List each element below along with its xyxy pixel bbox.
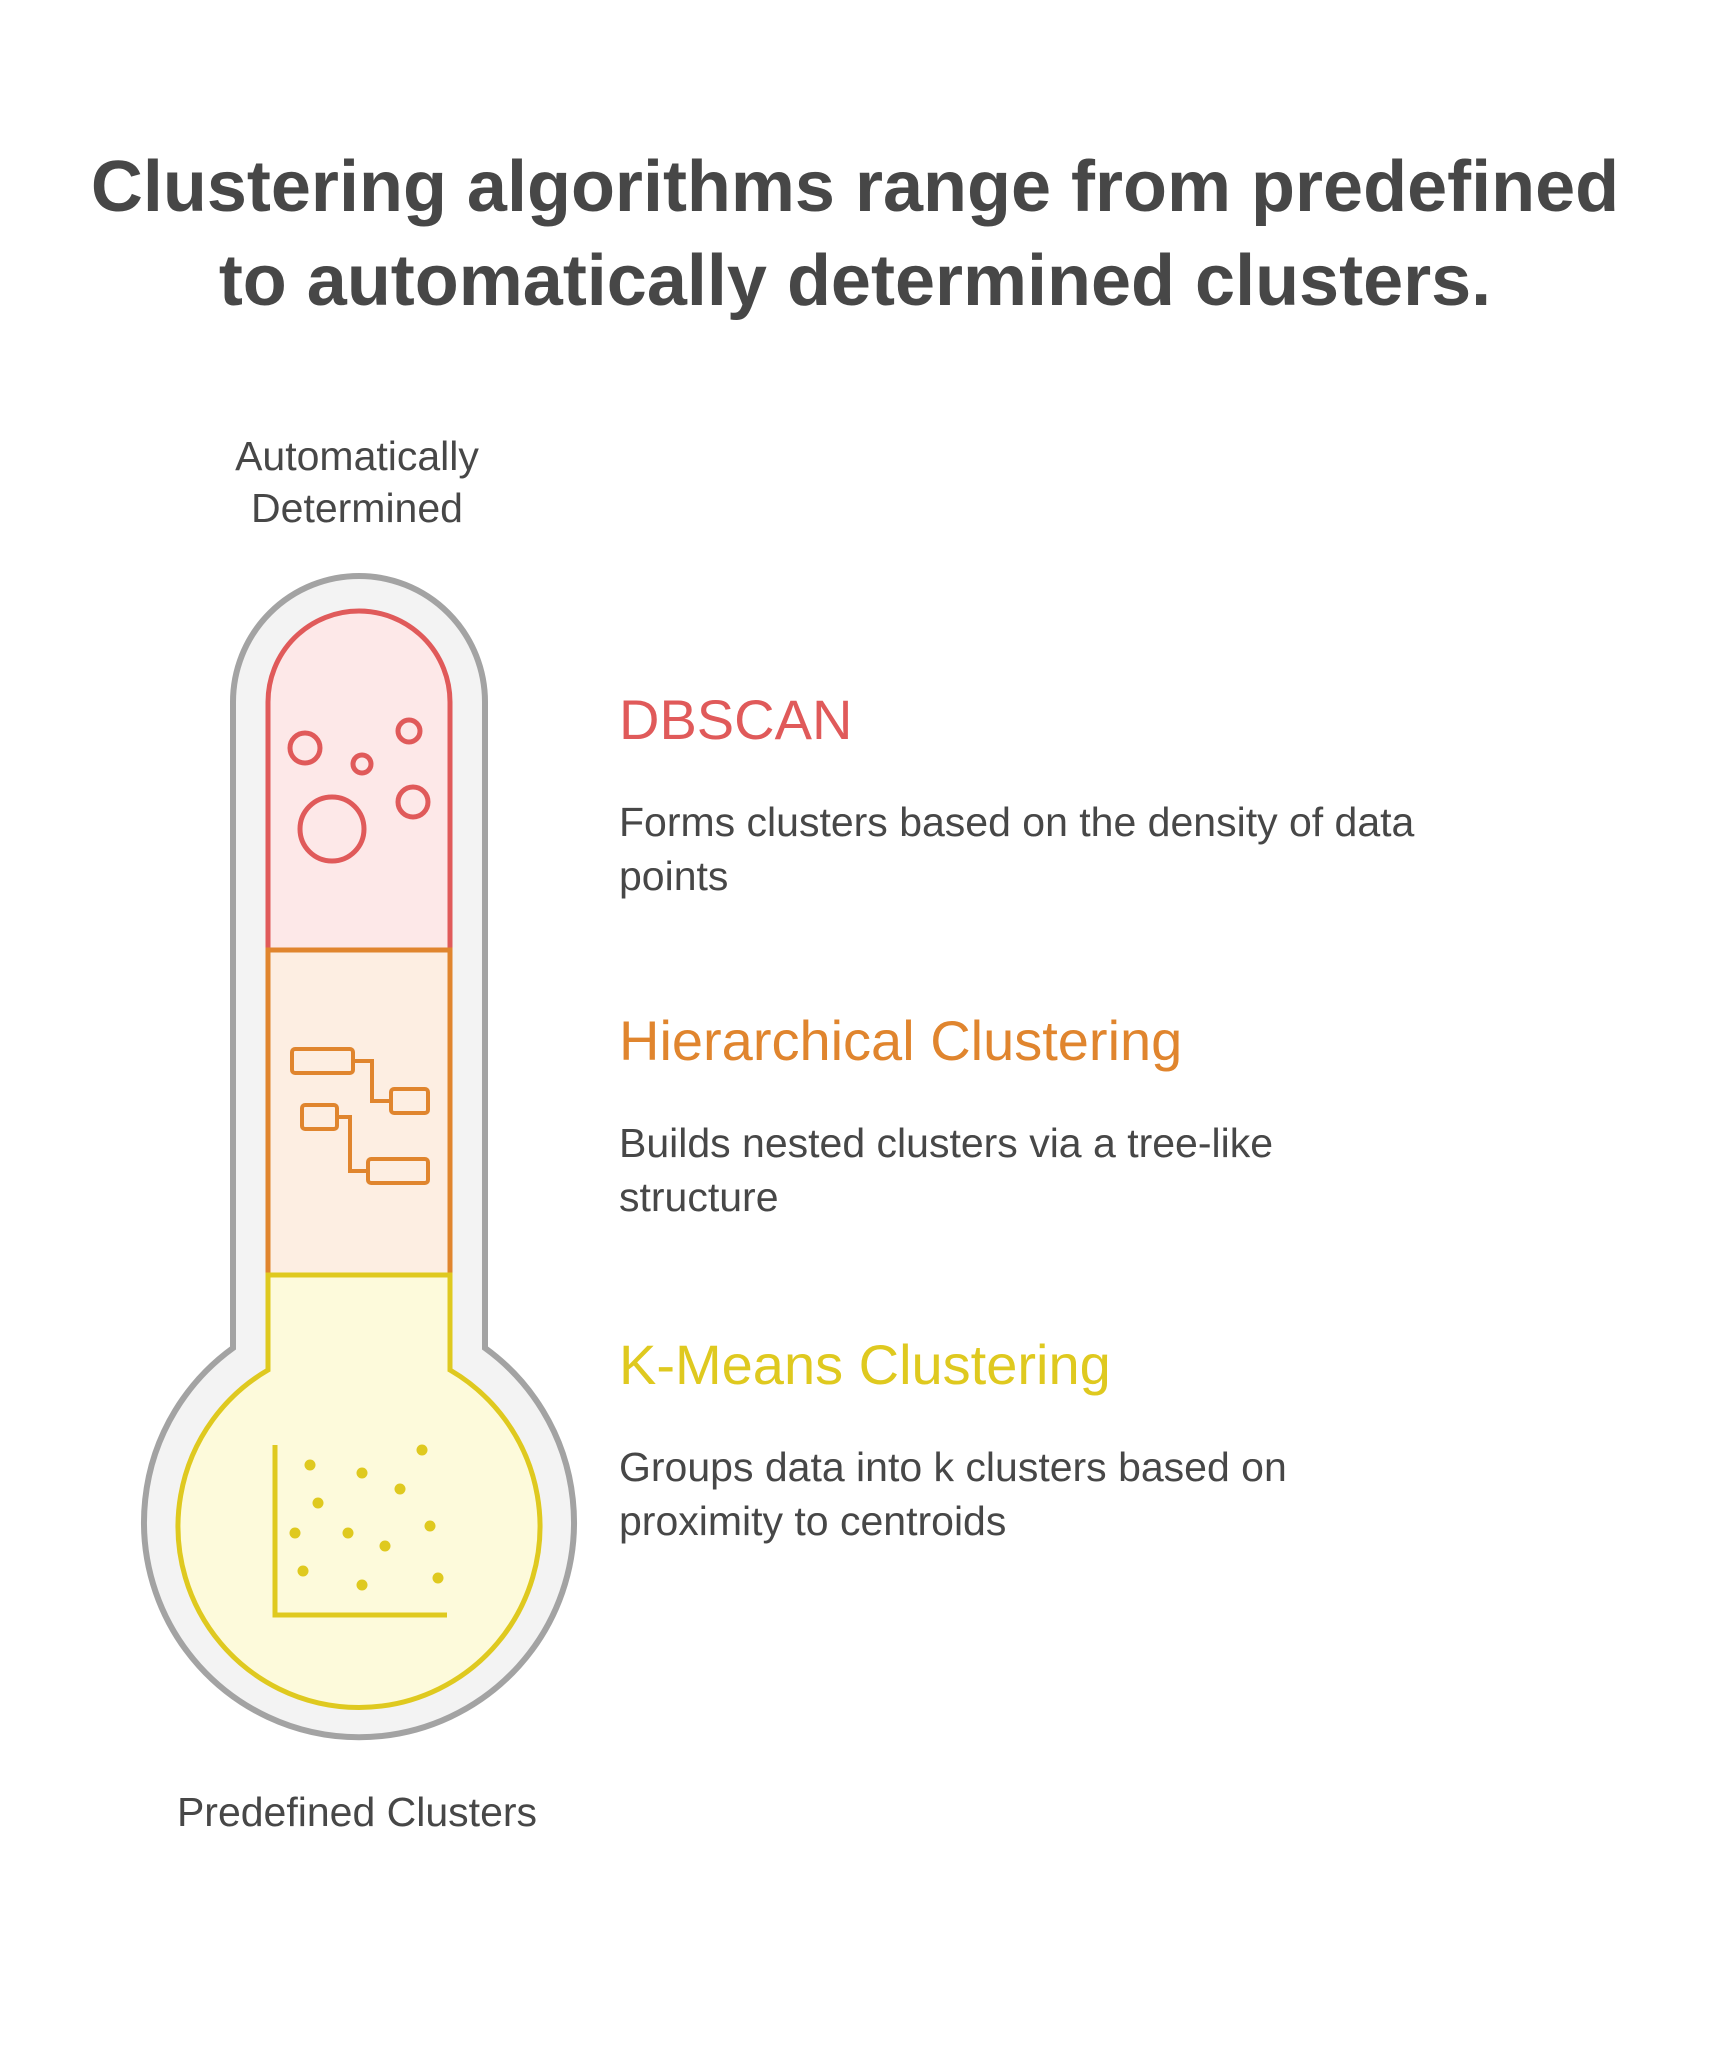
segment-dbscan: [265, 608, 453, 953]
page-title: Clustering algorithms range from predefi…: [0, 140, 1710, 328]
scale-top-line-2: Determined: [251, 485, 463, 531]
scatter-points: [289, 1444, 444, 1591]
scale-top-label: Automatically Determined: [157, 430, 557, 534]
item-hierarchical: Hierarchical Clustering Builds nested cl…: [619, 1006, 1519, 1224]
scatter-axes: [272, 1445, 447, 1618]
tree-hierarchy-icon: [290, 1047, 430, 1185]
title-line-1: Clustering algorithms range from predefi…: [90, 147, 1620, 227]
item-title-hierarchical: Hierarchical Clustering: [619, 1009, 1183, 1072]
bubbles-icon: [287, 717, 431, 864]
item-description-dbscan: Forms clusters based on the density of d…: [619, 799, 1415, 899]
scale-bottom-label: Predefined Clusters: [176, 1789, 538, 1835]
item-description-kmeans: Groups data into k clusters based on pro…: [619, 1444, 1287, 1544]
scale-top-line-1: Automatically: [235, 433, 479, 479]
segment-kmeans: [175, 1272, 543, 1710]
scatter-plot-icon: [272, 1444, 447, 1618]
item-dbscan: DBSCAN Forms clusters based on the densi…: [619, 685, 1519, 903]
item-title-kmeans: K-Means Clustering: [619, 1333, 1111, 1396]
item-description-hierarchical: Builds nested clusters via a tree-like s…: [619, 1120, 1274, 1220]
item-kmeans: K-Means Clustering Groups data into k cl…: [619, 1330, 1519, 1548]
item-title-dbscan: DBSCAN: [619, 688, 853, 751]
title-line-2: to automatically determined clusters.: [218, 241, 1492, 321]
